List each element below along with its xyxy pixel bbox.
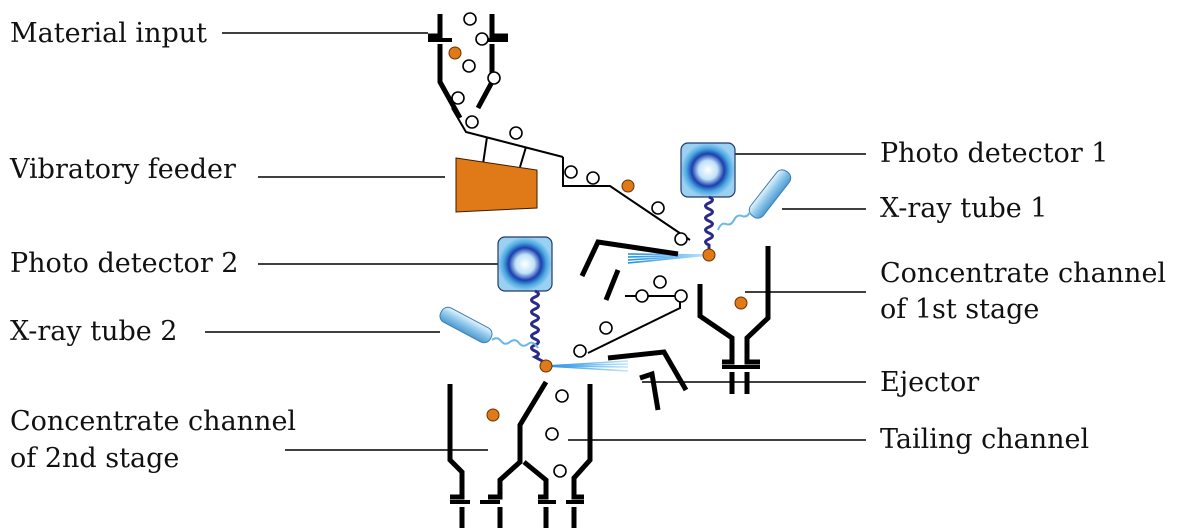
stage-1-channels: [579, 239, 771, 394]
particle: [465, 115, 479, 129]
ore-particle: [539, 359, 553, 373]
label-xray-tube-1: X-ray tube 1: [880, 193, 1047, 224]
label-vibratory-feeder: Vibratory feeder: [9, 154, 236, 185]
ore-particle: [621, 179, 635, 193]
ore-particle: [734, 296, 748, 310]
particle: [487, 71, 501, 85]
ore-particle: [448, 46, 462, 60]
xray-beam-2: [545, 360, 629, 372]
label-material-input: Material input: [10, 18, 207, 49]
particle: [475, 32, 489, 46]
photo-detector-1: [680, 142, 736, 198]
label-concentrate-channel-2-line2: of 2nd stage: [10, 443, 179, 474]
particle: [674, 232, 688, 246]
xray-beam-1: [627, 253, 710, 264]
label-ejector: Ejector: [880, 367, 979, 398]
xray-tube-2: [439, 306, 493, 344]
particle: [509, 126, 523, 140]
signal-wire-1: [704, 195, 714, 250]
ejector: [607, 349, 689, 411]
particle: [586, 171, 600, 185]
label-concentrate-channel-1-line1: Concentrate channel: [880, 258, 1166, 289]
particle: [463, 12, 477, 26]
label-photo-detector-2: Photo detector 2: [10, 248, 239, 279]
ore-particle: [702, 248, 716, 262]
particle: [451, 91, 465, 105]
signal-wire-2: [530, 289, 545, 364]
label-concentrate-channel-1-line2: of 1st stage: [880, 294, 1039, 325]
particle: [553, 464, 567, 478]
label-concentrate-channel-2-line1: Concentrate channel: [10, 406, 296, 437]
label-tailing-channel: Tailing channel: [880, 424, 1089, 455]
particle: [545, 427, 559, 441]
particle: [674, 289, 688, 303]
vibratory-feeder: [451, 107, 691, 241]
xray-wave-2: [491, 337, 539, 349]
particle: [635, 289, 649, 303]
label-xray-tube-2: X-ray tube 2: [10, 316, 177, 347]
particle: [462, 59, 476, 73]
particle: [599, 321, 613, 335]
stage-2-channels: [447, 380, 593, 528]
xray-tube-1: [748, 169, 792, 219]
particle: [564, 165, 578, 179]
particle: [651, 201, 665, 215]
xray-wave-1: [717, 211, 751, 231]
particle: [555, 389, 569, 403]
ore-particle: [486, 408, 500, 422]
label-photo-detector-1: Photo detector 1: [880, 138, 1109, 169]
feeder-drive: [455, 157, 538, 213]
particle: [573, 344, 587, 358]
particle: [653, 275, 667, 289]
photo-detector-2: [497, 236, 553, 292]
